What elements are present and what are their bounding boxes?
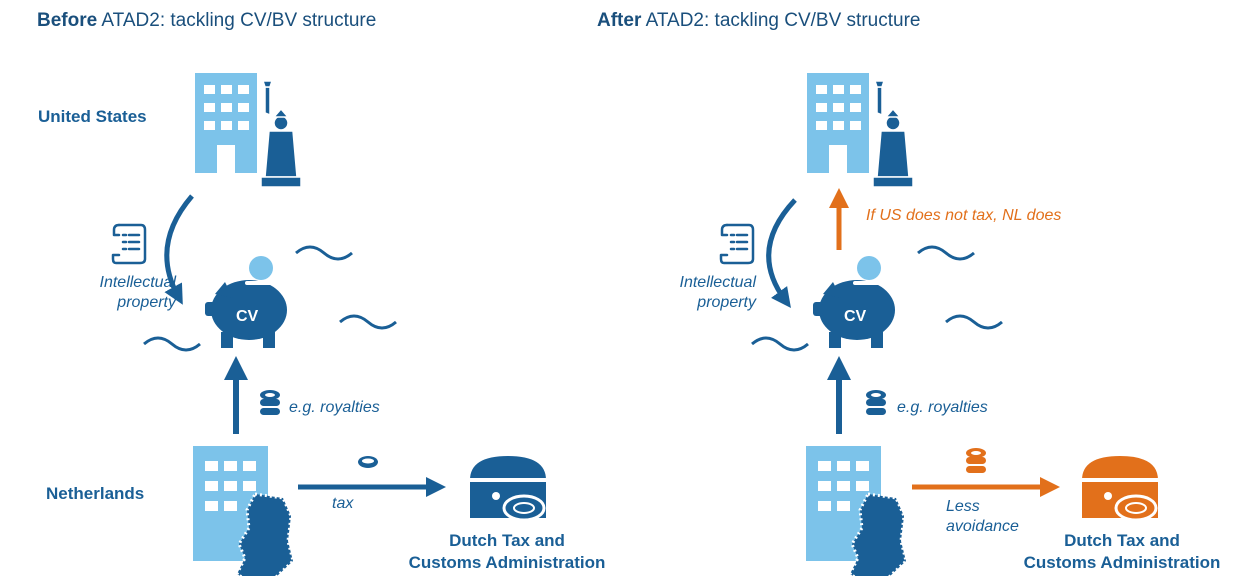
nl-office-building-icon (804, 444, 908, 576)
authority-line2: Customs Administration (1023, 553, 1221, 572)
cv-piggy-bank-icon (813, 256, 895, 348)
ip-document-icon (111, 223, 147, 265)
authority-line2: Customs Administration (408, 553, 606, 572)
before-title-rest: ATAD2: tackling CV/BV structure (97, 10, 377, 31)
authority-line1: Dutch Tax and (449, 531, 565, 550)
coins-icon (966, 448, 986, 473)
after-title: After ATAD2: tackling CV/BV structure (597, 10, 920, 32)
wave-icon (339, 314, 397, 330)
less-avoidance-label: Less avoidance (946, 497, 1019, 537)
tax-flow-label: tax (332, 495, 354, 512)
less-avoidance-line1: Less (946, 498, 980, 515)
country-label-us: United States (38, 107, 147, 126)
royalties-label: e.g. royalties (897, 399, 988, 416)
ip-transfer-arrow (164, 194, 194, 305)
us-tax-label: If US does not tax, NL does (866, 207, 1062, 224)
tax-authority-name: Dutch Tax and Customs Administration (1014, 530, 1230, 574)
us-office-building-icon (806, 72, 914, 188)
before-title: Before ATAD2: tackling CV/BV structure (37, 10, 376, 32)
after-title-bold: After (597, 10, 642, 31)
ip-label: Intellectual property (72, 273, 177, 313)
nl-office-building-icon (191, 444, 295, 576)
wave-icon (143, 336, 201, 352)
coins-icon (260, 390, 280, 415)
country-label-nl: Netherlands (46, 484, 145, 503)
wave-icon (295, 245, 353, 261)
cv-piggy-bank-icon (205, 256, 287, 348)
wave-icon (751, 336, 809, 352)
wave-icon (945, 314, 1003, 330)
ip-transfer-arrow (766, 198, 797, 309)
ip-label-line2: property (697, 294, 756, 311)
cv-label: CV (844, 308, 867, 325)
treasure-chest-icon (470, 456, 546, 522)
treasure-chest-icon (1082, 456, 1158, 522)
tax-authority-name: Dutch Tax and Customs Administration (402, 530, 612, 574)
royalties-label: e.g. royalties (289, 399, 380, 416)
ip-label-line1: Intellectual (679, 274, 757, 291)
ip-document-icon (719, 223, 755, 265)
ip-label-line1: Intellectual (99, 274, 177, 291)
wave-icon (917, 245, 975, 261)
us-office-building-icon (194, 72, 302, 188)
ip-label: Intellectual property (652, 273, 757, 313)
ip-label-line2: property (117, 294, 176, 311)
less-avoidance-line2: avoidance (946, 518, 1019, 535)
after-title-rest: ATAD2: tackling CV/BV structure (641, 10, 921, 31)
authority-line1: Dutch Tax and (1064, 531, 1180, 550)
coin-icon (358, 456, 378, 468)
coins-icon (866, 390, 886, 415)
before-title-bold: Before (37, 10, 98, 31)
cv-label: CV (236, 308, 259, 325)
